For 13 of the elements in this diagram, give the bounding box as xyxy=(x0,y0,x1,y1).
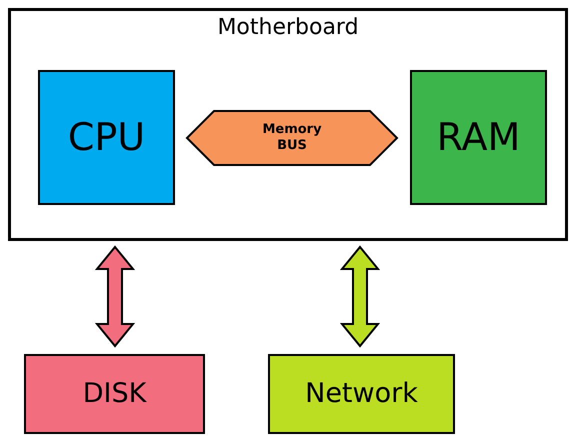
ram-box xyxy=(410,70,547,205)
node-label: CPU xyxy=(68,114,146,160)
node-label: Network xyxy=(305,378,418,410)
node-label: Memory BUS xyxy=(261,122,323,154)
frame-title: Motherboard xyxy=(216,15,360,40)
bus-hexagon xyxy=(186,110,398,166)
motherboard-frame xyxy=(8,8,568,241)
network-box xyxy=(268,354,455,434)
node-label: RAM xyxy=(436,114,520,160)
double-arrow xyxy=(94,245,136,348)
cpu-box xyxy=(38,70,175,205)
double-arrow xyxy=(340,245,380,348)
node-label: DISK xyxy=(82,378,146,410)
